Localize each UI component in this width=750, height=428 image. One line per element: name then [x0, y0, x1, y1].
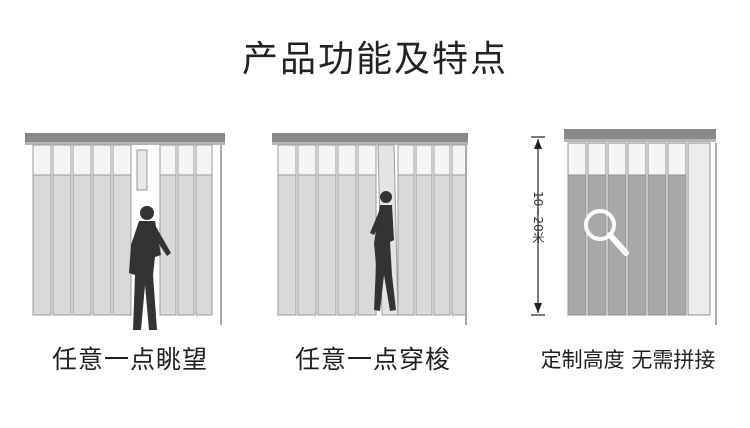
person-passing-icon	[370, 191, 396, 311]
dimension-label: 10~20米	[531, 191, 545, 244]
curtain-height-illustration	[531, 129, 717, 325]
dimension-arrow	[531, 136, 545, 316]
caption-view: 任意一点眺望	[51, 345, 208, 374]
curtain-panel-height: 10~20米	[528, 125, 728, 335]
curtain-rail	[564, 129, 716, 139]
curtain-panel-pass	[270, 125, 470, 335]
curtain-rail	[272, 133, 468, 142]
curtain-panel-view	[25, 125, 225, 335]
curtain-rail	[25, 133, 225, 142]
curtain-slats	[567, 142, 711, 316]
caption-pass: 任意一点穿梭	[294, 345, 451, 374]
caption-height: 定制高度 无需拼接	[540, 348, 716, 372]
curtain-slats	[32, 144, 213, 316]
curtain-slats	[277, 144, 467, 316]
curtain-view-illustration	[25, 133, 225, 330]
person-walking-icon	[129, 206, 171, 330]
page-title: 产品功能及特点	[241, 39, 508, 80]
curtain-pass-illustration	[272, 133, 468, 325]
magnifier-icon	[584, 209, 629, 256]
